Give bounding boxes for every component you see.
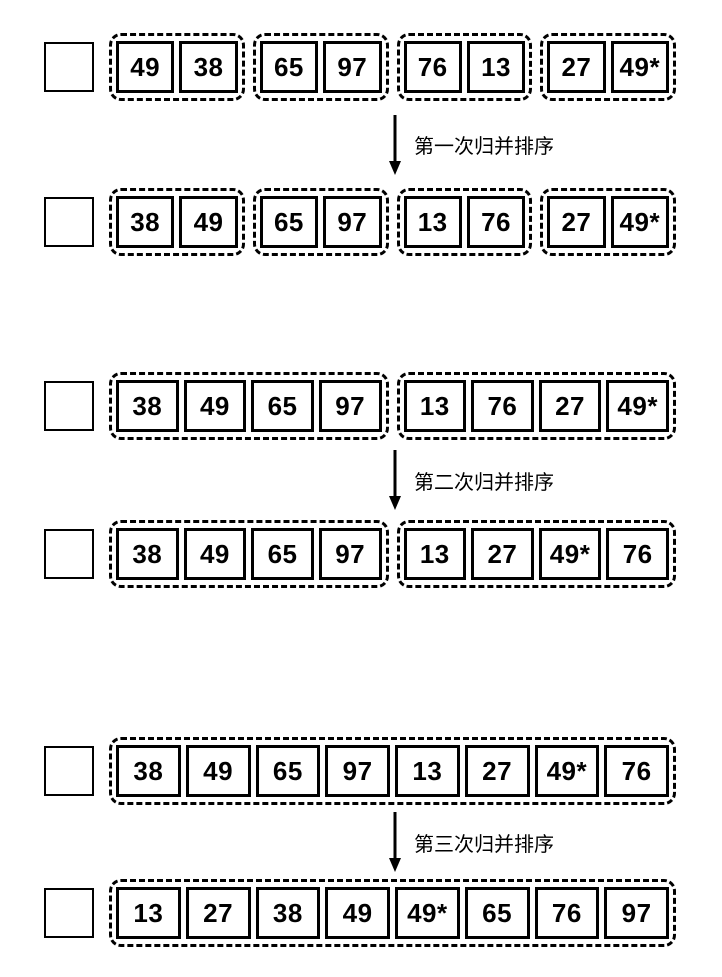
section-spacer xyxy=(0,256,722,372)
array-cell: 13 xyxy=(403,528,467,580)
array-cell: 49 xyxy=(183,528,247,580)
array-cell: 49* xyxy=(610,41,669,93)
array-cell: 97 xyxy=(604,887,669,939)
merge-pass-1: 第一次归并排序 xyxy=(0,101,722,188)
array-cell: 27 xyxy=(185,887,251,939)
array-cell: 65 xyxy=(464,887,530,939)
array-cell: 38 xyxy=(116,528,179,580)
array-cell: 38 xyxy=(255,887,321,939)
array-cell: 38 xyxy=(116,380,179,432)
array-cell: 49 xyxy=(179,196,238,248)
array-cell: 49* xyxy=(606,380,669,432)
array-cell: 27 xyxy=(464,745,530,797)
array-cell: 49 xyxy=(325,887,390,939)
array-cell: 13 xyxy=(403,380,467,432)
array-cell: 65 xyxy=(259,41,319,93)
array-cell: 97 xyxy=(323,41,382,93)
empty-cell xyxy=(44,381,94,431)
array-cell: 76 xyxy=(606,528,669,580)
array-cell: 97 xyxy=(318,380,382,432)
array-cell: 13 xyxy=(395,745,460,797)
array-cell: 49 xyxy=(185,745,251,797)
merge-pass-3: 第三次归并排序 xyxy=(0,805,722,879)
down-arrow-icon xyxy=(389,450,401,510)
array-cell: 76 xyxy=(403,41,462,93)
array-cell: 76 xyxy=(466,196,526,248)
array-cell: 49* xyxy=(610,196,669,248)
array-cell: 13 xyxy=(403,196,462,248)
array-cell: 27 xyxy=(547,41,606,93)
array-cell: 49 xyxy=(183,380,247,432)
merge-pass-2: 第二次归并排序 xyxy=(0,440,722,520)
array-cell: 38 xyxy=(116,196,175,248)
array-cell: 27 xyxy=(471,528,534,580)
array-cell: 49 xyxy=(116,41,175,93)
merge-pass-label: 第二次归并排序 xyxy=(414,471,554,494)
down-arrow-icon xyxy=(389,812,401,872)
array-cell: 49* xyxy=(395,887,460,939)
empty-cell xyxy=(44,888,94,938)
array-cell: 49* xyxy=(538,528,602,580)
array-cell: 27 xyxy=(547,196,606,248)
array-cell: 65 xyxy=(251,528,314,580)
array-cell: 97 xyxy=(318,528,382,580)
array-cell: 38 xyxy=(116,745,181,797)
array-cell: 97 xyxy=(325,745,390,797)
array-cell: 27 xyxy=(538,380,602,432)
merge-pass-label: 第一次归并排序 xyxy=(414,136,554,158)
empty-cell xyxy=(44,746,94,796)
array-cell: 13 xyxy=(116,887,181,939)
array-cell: 97 xyxy=(323,196,382,248)
array-cell: 76 xyxy=(471,380,534,432)
array-cell: 76 xyxy=(534,887,600,939)
section-spacer xyxy=(0,588,722,737)
down-arrow-icon xyxy=(389,114,401,175)
merge-pass-label: 第三次归并排序 xyxy=(414,833,554,856)
empty-cell xyxy=(44,42,94,92)
array-cell: 38 xyxy=(179,41,238,93)
array-cell: 13 xyxy=(466,41,526,93)
array-cell: 65 xyxy=(255,745,321,797)
array-cell: 76 xyxy=(604,745,669,797)
array-cell: 65 xyxy=(259,196,319,248)
empty-cell xyxy=(44,529,94,579)
empty-cell xyxy=(44,197,94,247)
array-cell: 65 xyxy=(251,380,314,432)
array-cell: 49* xyxy=(534,745,600,797)
